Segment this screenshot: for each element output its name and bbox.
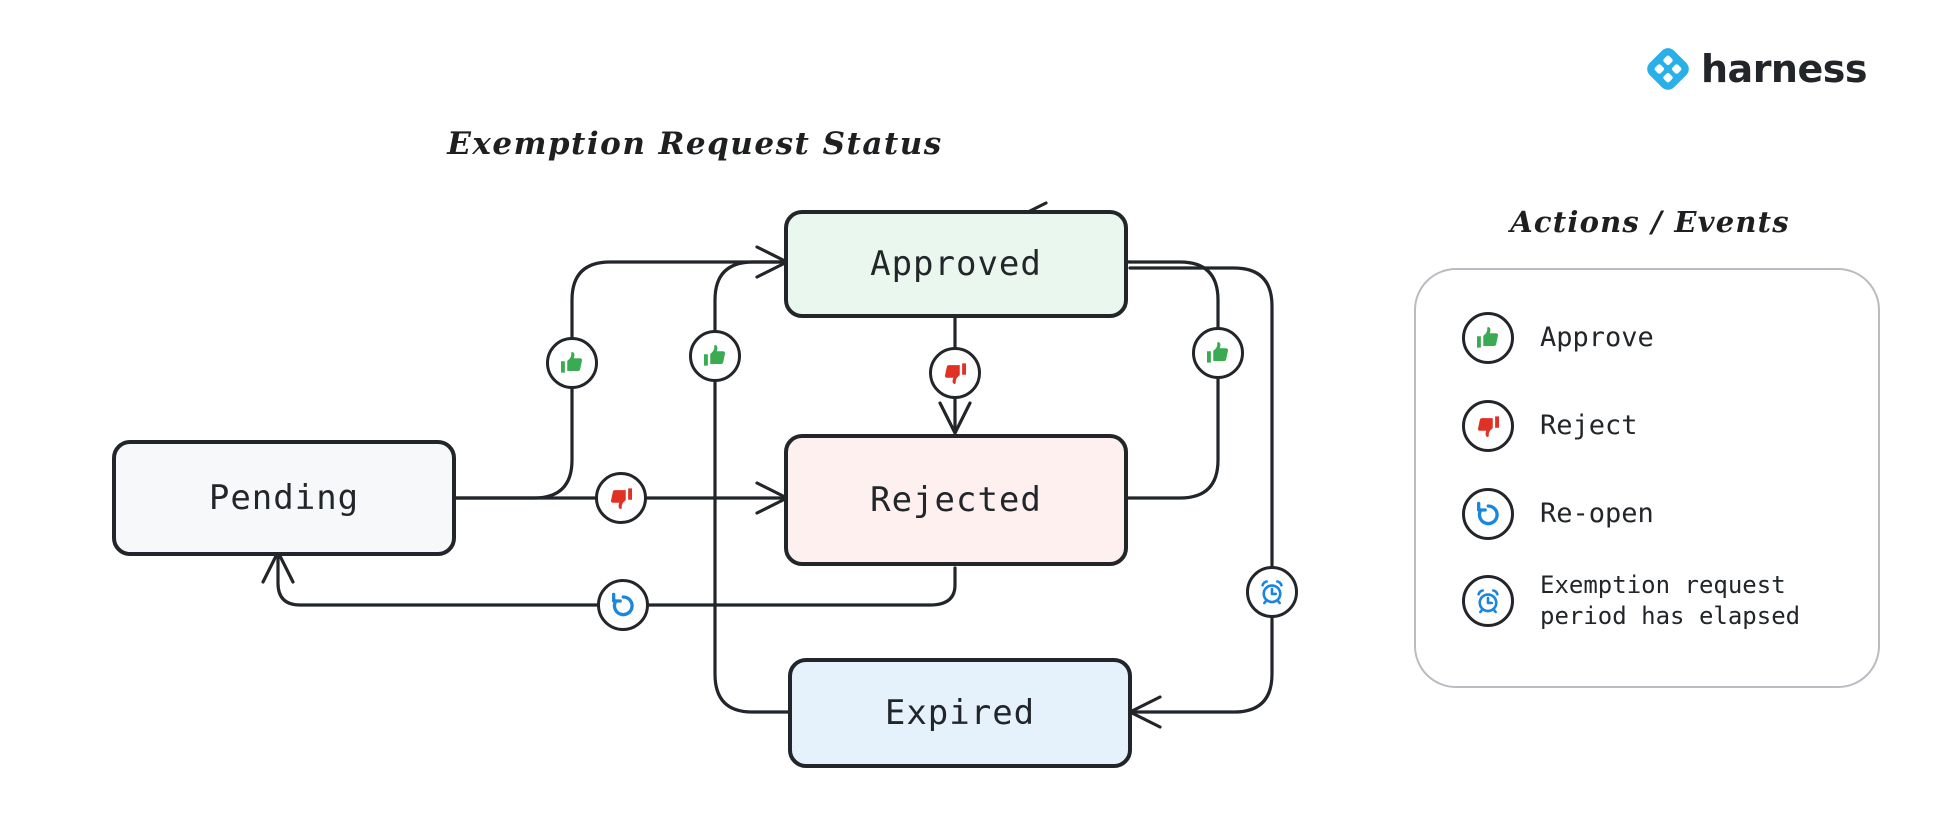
legend-label-elapsed: Exemption request period has elapsed bbox=[1540, 571, 1801, 630]
arrowhead-rejected-to-pending bbox=[261, 550, 295, 584]
harness-diamond-logo-icon bbox=[1647, 48, 1689, 90]
edge-badge-approve-pending-to-approved[interactable] bbox=[546, 337, 598, 389]
thumbs-down-icon bbox=[940, 358, 970, 388]
legend-item-reject: Reject bbox=[1462, 400, 1638, 452]
edge-badge-reject-approved-to-rejected[interactable] bbox=[929, 347, 981, 399]
thumbs-down-icon bbox=[1473, 411, 1503, 441]
legend-reopen-badge bbox=[1462, 488, 1514, 540]
state-node-pending[interactable]: Pending bbox=[112, 440, 456, 556]
legend-thumbs-up-badge bbox=[1462, 312, 1514, 364]
edge-rejected-to-approved bbox=[1126, 260, 1220, 500]
legend-label-approve: Approve bbox=[1540, 321, 1654, 353]
edge-badge-approve-expired-to-approved[interactable] bbox=[689, 330, 741, 382]
alarm-clock-icon bbox=[1257, 577, 1287, 607]
edge-badge-reopen-rejected-to-pending[interactable] bbox=[597, 579, 649, 631]
state-node-rejected[interactable]: Rejected bbox=[784, 434, 1128, 566]
harness-logo: harness bbox=[1645, 46, 1868, 92]
state-label-expired: Expired bbox=[884, 693, 1036, 733]
state-label-pending: Pending bbox=[208, 478, 360, 518]
reopen-icon bbox=[1472, 498, 1504, 530]
legend-label-reject: Reject bbox=[1540, 409, 1638, 441]
thumbs-down-icon bbox=[606, 483, 636, 513]
state-label-rejected: Rejected bbox=[870, 480, 1042, 520]
reopen-icon bbox=[607, 589, 639, 621]
edge-expired-to-approved bbox=[713, 260, 792, 714]
arrowhead-approved-to-expired bbox=[1128, 695, 1162, 729]
edge-badge-reject-pending-to-rejected[interactable] bbox=[595, 472, 647, 524]
legend-item-approve: Approve bbox=[1462, 312, 1654, 364]
legend-title: Actions / Events bbox=[1510, 205, 1790, 239]
edge-pending-to-approved bbox=[453, 260, 784, 500]
legend-panel: Approve Reject Re-open bbox=[1414, 268, 1880, 688]
edge-badge-approve-rejected-to-approved[interactable] bbox=[1192, 327, 1244, 379]
brand-wordmark: harness bbox=[1701, 47, 1868, 91]
legend-label-reopen: Re-open bbox=[1540, 497, 1654, 529]
state-label-approved: Approved bbox=[870, 244, 1042, 284]
legend-item-reopen: Re-open bbox=[1462, 488, 1654, 540]
legend-thumbs-down-badge bbox=[1462, 400, 1514, 452]
state-node-expired[interactable]: Expired bbox=[788, 658, 1132, 768]
alarm-clock-icon bbox=[1473, 586, 1503, 616]
thumbs-up-icon bbox=[1203, 338, 1233, 368]
arrowhead-approved-to-rejected bbox=[938, 401, 972, 435]
legend-alarm-clock-badge bbox=[1462, 574, 1514, 627]
thumbs-up-icon bbox=[1473, 323, 1503, 353]
state-node-approved[interactable]: Approved bbox=[784, 210, 1128, 318]
edge-badge-elapsed-approved-to-expired[interactable] bbox=[1246, 566, 1298, 618]
page-title: Exemption Request Status bbox=[447, 126, 943, 162]
legend-item-elapsed: Exemption request period has elapsed bbox=[1462, 570, 1800, 631]
arrowhead-pending-to-rejected bbox=[755, 481, 789, 515]
arrowhead-pending-to-approved bbox=[755, 245, 789, 279]
thumbs-up-icon bbox=[700, 341, 730, 371]
thumbs-up-icon bbox=[557, 348, 587, 378]
